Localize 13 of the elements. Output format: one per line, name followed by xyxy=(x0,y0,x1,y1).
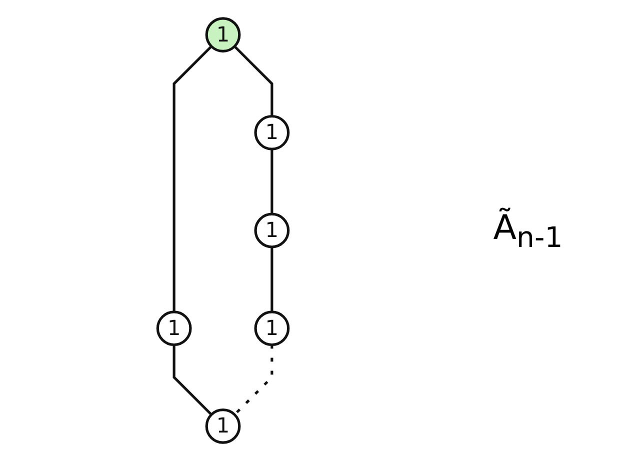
connector xyxy=(234,344,274,416)
node-circle: 1 xyxy=(254,310,290,346)
node-circle: 1 xyxy=(254,212,290,248)
connector xyxy=(234,45,274,116)
connector xyxy=(172,45,212,312)
diagram-label: Ã$_{n-1}$ xyxy=(493,208,563,254)
node-circle: 1 xyxy=(205,408,241,444)
node-circle: 1 xyxy=(205,17,241,52)
connector xyxy=(172,344,212,416)
node-circle: 1 xyxy=(156,310,192,346)
connector xyxy=(270,246,274,312)
node-circle: 1 xyxy=(254,114,290,150)
connector xyxy=(270,149,274,214)
